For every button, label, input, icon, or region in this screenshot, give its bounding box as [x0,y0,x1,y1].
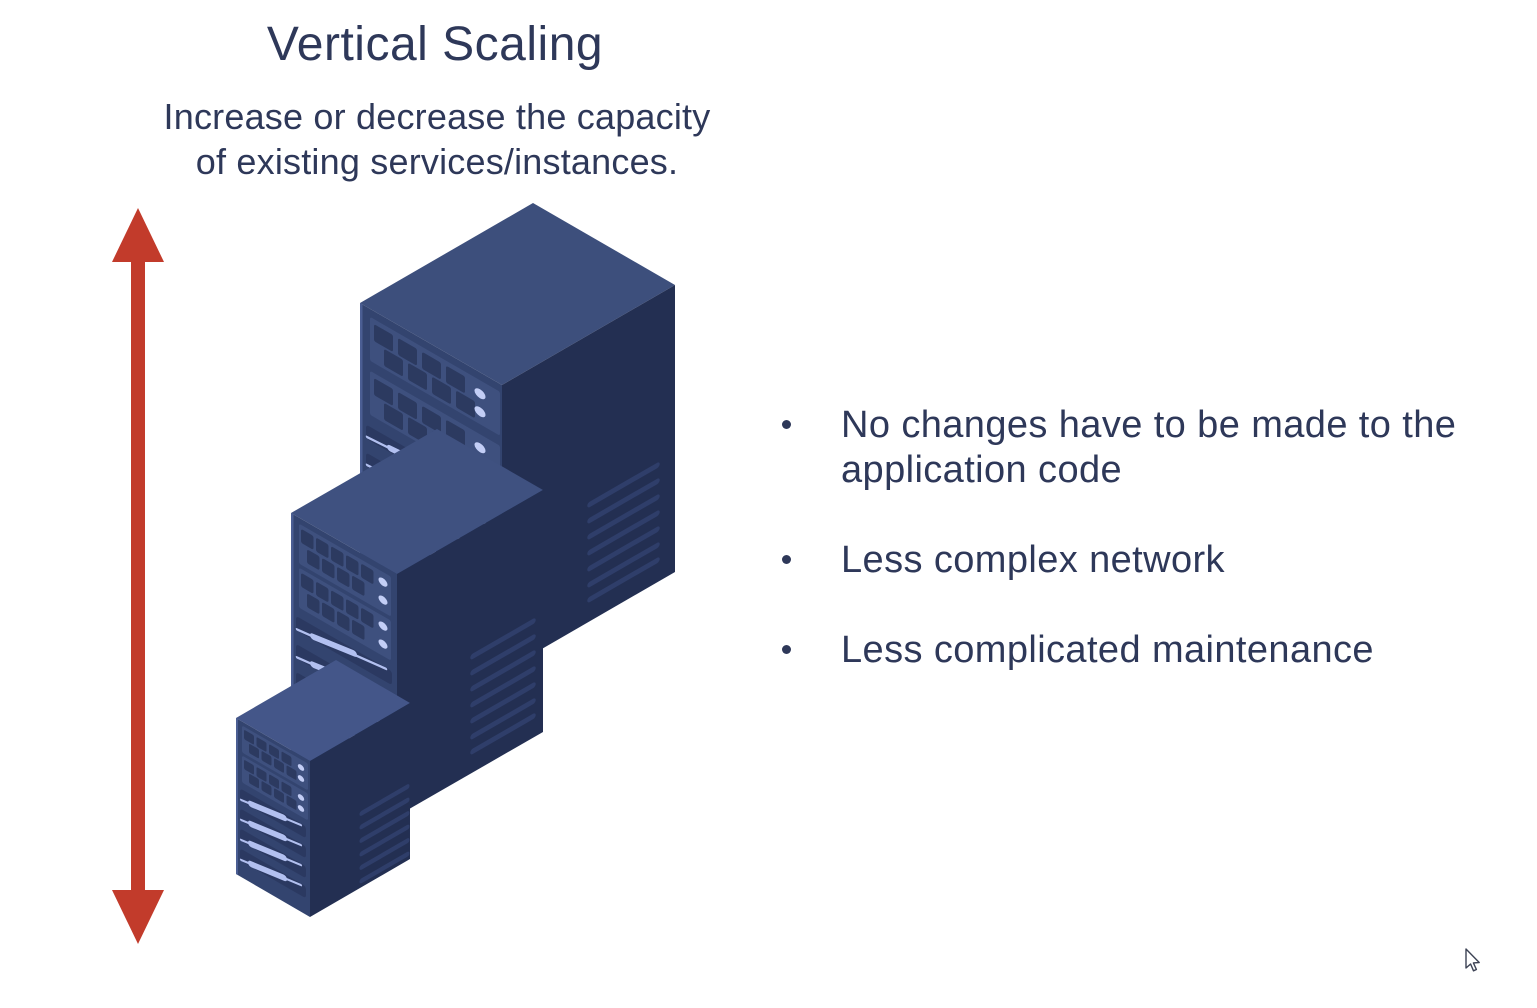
server-stack-illustration [230,195,680,925]
slide-subtitle: Increase or decrease the capacity of exi… [95,94,779,184]
vertical-double-arrow-icon [112,208,164,944]
bullet-label: Less complicated maintenance [841,629,1374,671]
list-item: Less complex network [782,538,1492,583]
bullet-dot [782,420,791,429]
mouse-cursor [1462,947,1482,975]
mouse-pointer-icon [1465,948,1480,972]
list-item: Less complicated maintenance [782,628,1492,673]
list-item: No changes have to be made to the applic… [782,403,1492,493]
subtitle-line-2: of existing services/instances. [195,141,679,182]
server-medium [291,429,543,816]
bullet-label: No changes have to be made to the applic… [841,404,1457,491]
page-title: Vertical Scaling [266,18,604,71]
vertical-scale-arrow [105,200,171,952]
bullet-dot [782,645,791,654]
bullet-label: Less complex network [841,539,1225,581]
bullet-list: No changes have to be made to the applic… [782,403,1492,718]
server-small [236,660,410,917]
subtitle-line-1: Increase or decrease the capacity [163,96,711,137]
bullet-dot [782,555,791,564]
isometric-servers-icon [236,203,675,917]
